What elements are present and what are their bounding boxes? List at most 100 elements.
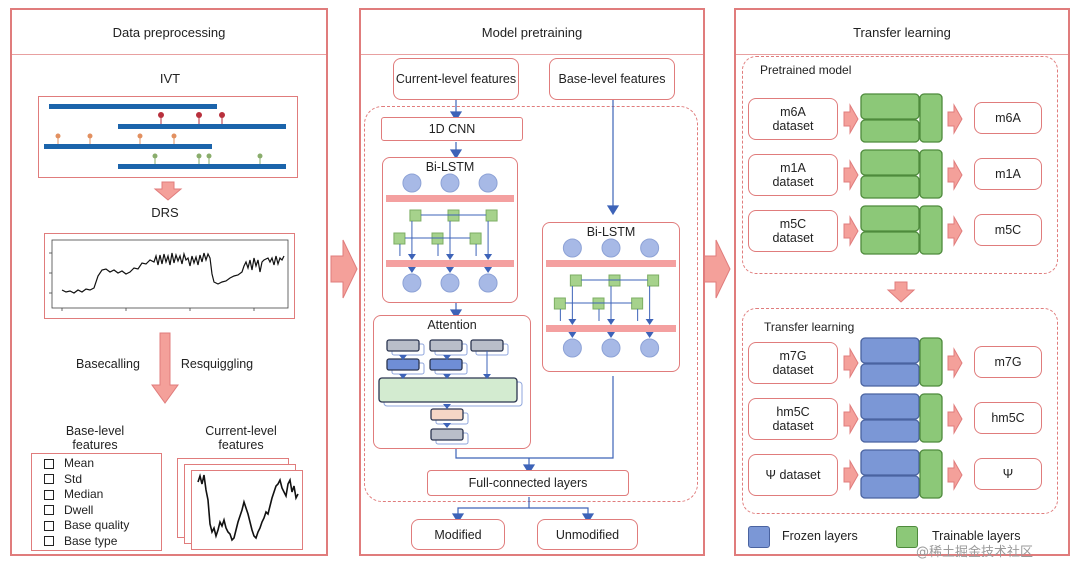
ivt-reads — [44, 104, 286, 169]
lstm-output-node — [402, 273, 422, 293]
trainable-layer — [860, 119, 920, 143]
lstm-output-node — [478, 273, 498, 293]
arrow-right-icon — [843, 215, 859, 247]
lstm-input-node — [562, 238, 582, 258]
lstm-input-node — [601, 238, 621, 258]
lstm-output-node — [440, 273, 460, 293]
attention-label: Attention — [427, 318, 477, 332]
base-level-features-input: Base-level features — [549, 58, 675, 100]
checkbox-icon — [44, 474, 54, 485]
lstm-forward-cell — [485, 209, 498, 222]
arrow-right-icon — [843, 103, 859, 135]
lstm-input-node — [440, 173, 460, 193]
lstm-output-node — [601, 338, 621, 358]
modification-output-box: hm5C — [974, 402, 1042, 434]
data-preprocessing-panel: Data preprocessing — [10, 8, 328, 556]
attention-query — [386, 339, 420, 352]
arrow-right-icon — [843, 159, 859, 191]
trainable-layer — [860, 205, 920, 232]
frozen-layer — [860, 419, 920, 443]
modification-marker-orange — [55, 133, 177, 144]
drs-label: DRS — [151, 205, 179, 220]
output-modified: Modified — [411, 519, 505, 550]
base-level-features-box — [31, 453, 162, 551]
resquiggling-label: Resquiggling — [180, 357, 254, 371]
current-signal-trace — [197, 473, 299, 542]
frozen-layer — [860, 449, 920, 476]
legend-frozen-swatch — [748, 526, 770, 548]
checkbox-icon — [44, 458, 54, 469]
arrow-down-icon — [151, 332, 179, 404]
lstm-backward-cell — [469, 232, 482, 245]
base-level-features-title: Base-level features — [65, 424, 125, 452]
bilstm-diagram-right — [546, 238, 676, 358]
signal-trace — [61, 251, 285, 294]
lstm-forward-cell — [409, 209, 422, 222]
transfer-learning-group — [742, 308, 1058, 514]
read-line — [118, 124, 286, 129]
arrow-down-icon — [886, 281, 916, 303]
attention-proj — [429, 358, 463, 371]
model-layers — [843, 149, 963, 199]
read-line — [44, 144, 212, 149]
arrow-down-icon — [153, 181, 183, 201]
bilstm-diagram-left — [386, 173, 514, 293]
legend-trainable-label: Trainable layers — [932, 529, 1021, 543]
feature-item: Mean — [44, 456, 129, 472]
lstm-forward-cell — [569, 274, 582, 287]
base-level-features-list: Mean Std Median Dwell Base quality Base … — [44, 456, 129, 549]
model-layers — [843, 93, 963, 143]
lstm-input-node — [640, 238, 660, 258]
model-layers — [843, 337, 963, 387]
checkbox-icon — [44, 520, 54, 531]
model-layers — [843, 205, 963, 255]
modification-marker-green — [152, 153, 263, 164]
dataset-input-box: m6A dataset — [748, 98, 838, 140]
ivt-reads-box — [38, 96, 298, 178]
cnn-block: 1D CNN — [381, 117, 523, 141]
modification-marker-red — [158, 112, 225, 124]
panel-arrow-right-icon — [330, 239, 358, 299]
panel-title: Model pretraining — [361, 10, 703, 55]
feature-item: Dwell — [44, 503, 129, 519]
trainable-layer — [919, 93, 943, 143]
read-line — [118, 164, 286, 169]
ivt-label: IVT — [159, 71, 181, 86]
model-layers — [843, 393, 963, 443]
drs-signal-box — [44, 233, 295, 319]
modification-output-box: Ψ — [974, 458, 1042, 490]
dataset-input-box: m1A dataset — [748, 154, 838, 196]
panel-arrow-right-icon — [703, 239, 731, 299]
modification-output-box: m6A — [974, 102, 1042, 134]
frozen-layer — [860, 337, 920, 364]
panel-title: Transfer learning — [736, 10, 1068, 55]
legend-frozen-label: Frozen layers — [782, 529, 858, 543]
full-connected-layers-block: Full-connected layers — [427, 470, 629, 496]
trainable-layer — [919, 149, 943, 199]
checkbox-icon — [44, 489, 54, 500]
trainable-layer — [860, 93, 920, 120]
watermark: @稀土掘金技术社区 — [916, 545, 1034, 560]
feature-item: Base quality — [44, 518, 129, 534]
model-layers — [843, 449, 963, 499]
dataset-input-box: m7G dataset — [748, 342, 838, 384]
trainable-layer — [919, 449, 943, 499]
arrow-right-icon — [947, 403, 963, 435]
attention-score — [378, 377, 518, 403]
arrow-right-icon — [947, 459, 963, 491]
arrow-right-icon — [947, 347, 963, 379]
trainable-layer — [919, 205, 943, 255]
lstm-band — [546, 260, 676, 267]
checkbox-icon — [44, 536, 54, 547]
frozen-layer — [860, 475, 920, 499]
current-level-features-input: Current-level features — [393, 58, 519, 100]
read-line — [49, 104, 217, 109]
frozen-layer — [860, 363, 920, 387]
lstm-input-node — [478, 173, 498, 193]
lstm-input-node — [402, 173, 422, 193]
pretrained-model-group — [742, 56, 1058, 274]
basecalling-label: Basecalling — [76, 357, 140, 371]
modification-output-box: m5C — [974, 214, 1042, 246]
lstm-backward-cell — [631, 297, 644, 310]
frozen-layer — [860, 393, 920, 420]
